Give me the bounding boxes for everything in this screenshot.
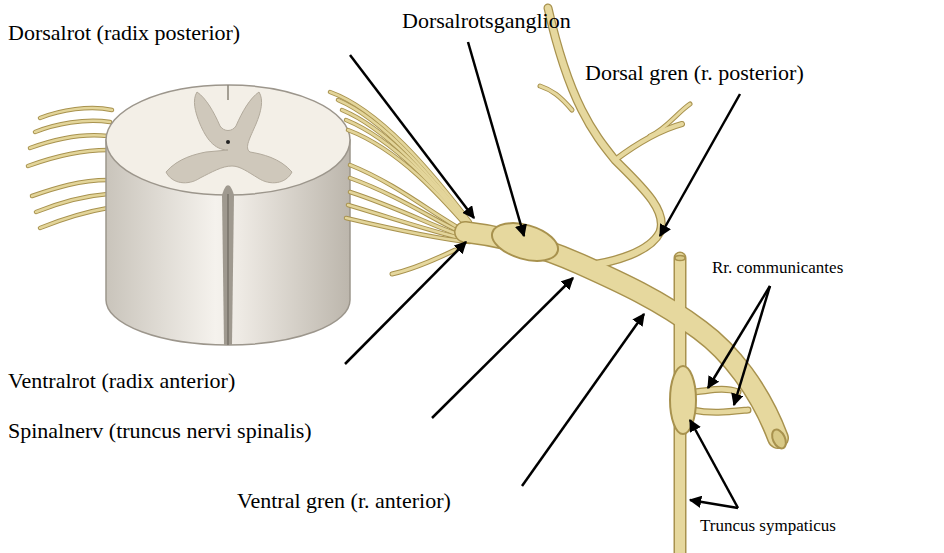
- part-label: Rr. communicantes: [712, 258, 843, 278]
- part-label: Truncus sympaticus: [700, 516, 836, 536]
- leader-line: [734, 286, 770, 405]
- leader-line: [690, 500, 738, 508]
- leader-line: [350, 55, 474, 218]
- part-label: Ventral gren (r. anterior): [237, 488, 451, 513]
- spinal-nerve: [330, 8, 789, 553]
- leader-line: [468, 42, 524, 236]
- part-label: Spinalnerv (truncus nervi spinalis): [8, 418, 312, 443]
- leader-line: [432, 278, 573, 418]
- spinal-cord: [106, 85, 350, 345]
- leader-line: [690, 420, 738, 508]
- leader-line: [660, 94, 740, 236]
- part-label: Ventralrot (radix anterior): [8, 368, 235, 393]
- leader-line: [345, 242, 466, 364]
- part-label: Dorsal gren (r. posterior): [585, 60, 804, 85]
- left-rootlets: [28, 108, 112, 228]
- part-label: Dorsalrot (radix posterior): [8, 20, 240, 45]
- part-label: Dorsalrotsganglion: [402, 8, 571, 33]
- leader-line: [522, 314, 644, 486]
- leader-line: [708, 286, 770, 388]
